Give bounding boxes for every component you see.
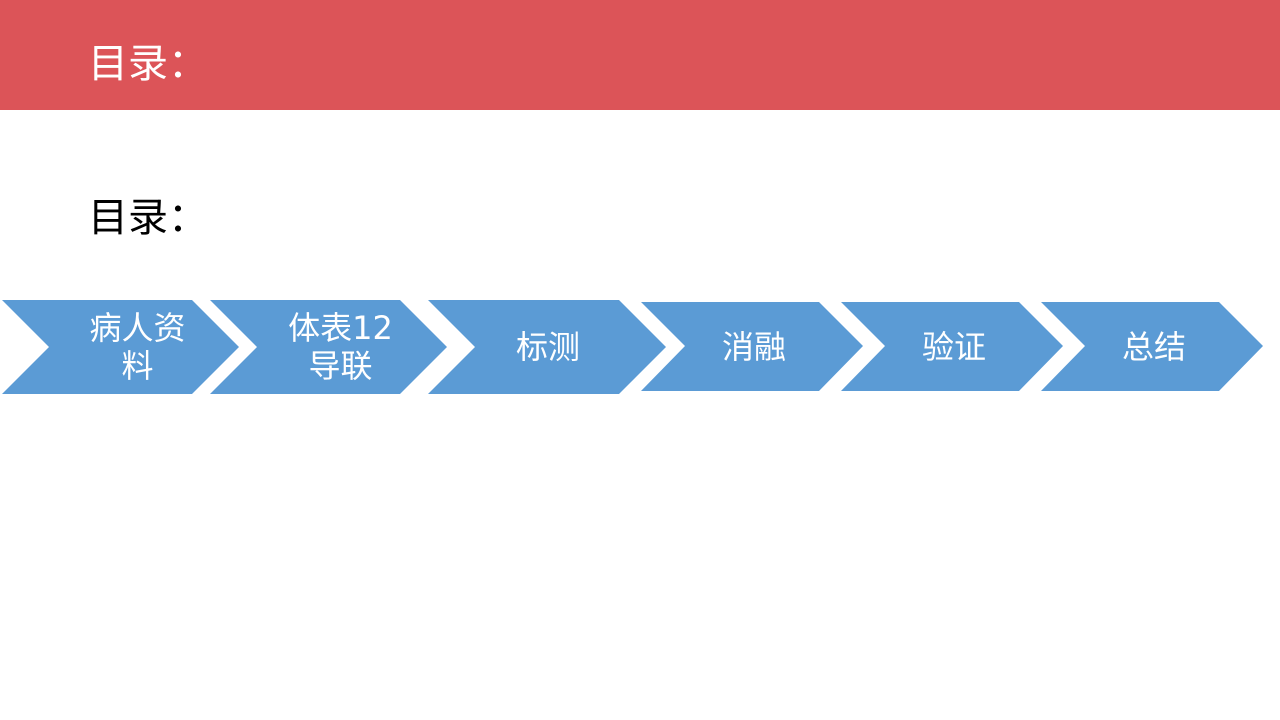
- section-title: 目录：: [88, 195, 208, 241]
- header-band: 目录：: [0, 0, 1280, 110]
- process-step-label: 体表12 导联: [288, 309, 393, 385]
- process-step-mapping: 标测: [428, 300, 666, 394]
- process-step-summary: 总结: [1041, 302, 1263, 391]
- process-step-label: 验证: [921, 327, 986, 366]
- process-step-verification: 验证: [841, 302, 1063, 391]
- process-step-label: 消融: [721, 327, 786, 366]
- process-step-ablation: 消融: [641, 302, 863, 391]
- process-step-patient-info: 病人资 料: [2, 300, 239, 394]
- process-step-12-lead-ecg: 体表12 导联: [210, 300, 447, 394]
- process-step-label: 病人资 料: [89, 309, 186, 385]
- header-title: 目录：: [88, 41, 208, 87]
- process-step-label: 标测: [515, 328, 580, 366]
- process-step-label: 总结: [1121, 327, 1186, 366]
